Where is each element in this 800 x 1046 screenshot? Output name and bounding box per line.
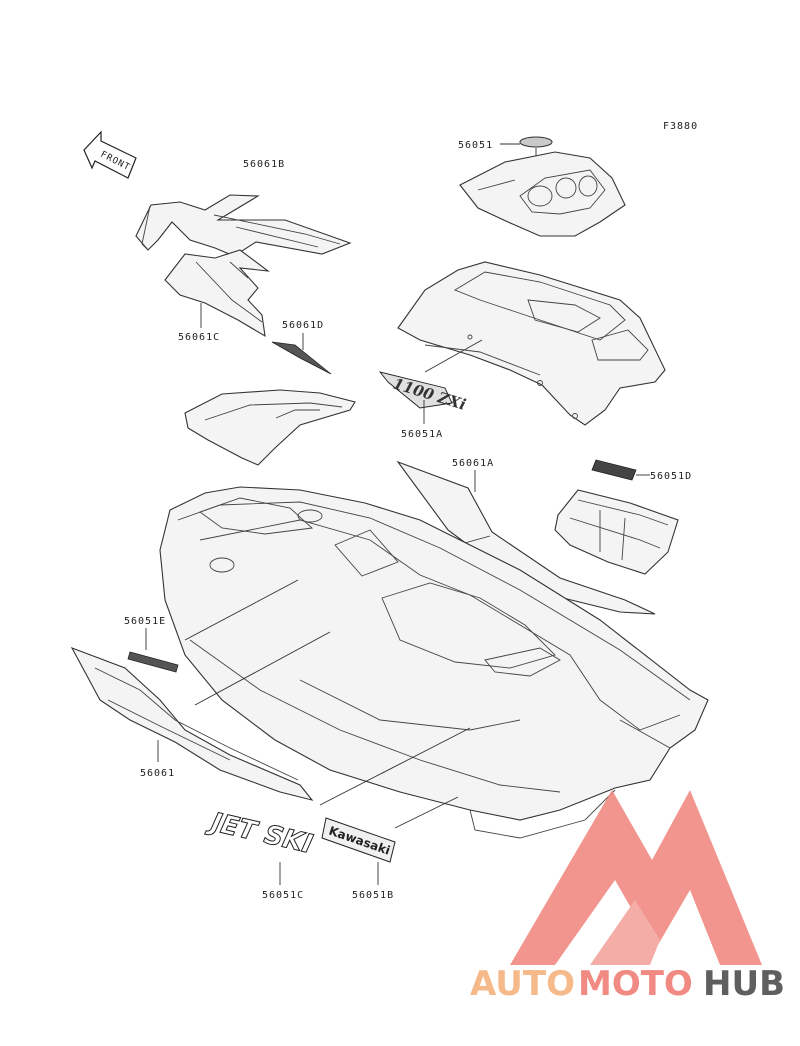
label-56061A: 56061A (452, 458, 494, 469)
emblem-56051 (519, 136, 553, 148)
storage-tray (554, 489, 679, 575)
emblem-56051A-text: 1100 ZXi (391, 375, 469, 414)
label-56051B: 56051B (352, 890, 394, 901)
label-56051E: 56051E (124, 616, 166, 627)
decal-56061D (271, 341, 332, 375)
decal-56061B (135, 194, 352, 257)
decal-56061C (164, 249, 270, 338)
emblem-56051C: JET SKI (203, 806, 316, 861)
front-cover-piece (184, 389, 356, 466)
emblem-56051C-text: JET SKI (204, 806, 316, 860)
decal-56051E (127, 651, 179, 673)
front-arrow-icon: FRONT (83, 130, 137, 179)
hull-deck (159, 486, 709, 839)
label-56061B: 56061B (243, 159, 285, 170)
watermark-logo-icon (510, 790, 762, 965)
upper-deck-hood (397, 261, 666, 426)
figure-code: F3880 (663, 121, 698, 132)
watermark-moto: MOTO (578, 964, 693, 1004)
label-56061D: 56061D (282, 320, 324, 331)
emblem-56051B: Kawasaki (321, 817, 396, 863)
watermark-hub: HUB (703, 964, 785, 1004)
watermark-auto: AUTO (470, 964, 575, 1004)
label-56051: 56051 (458, 140, 493, 151)
decal-56061 (70, 646, 314, 801)
watermark-text: AUTO MOTO HUB (470, 964, 785, 1004)
label-56051D: 56051D (650, 471, 692, 482)
decal-56051D (591, 459, 637, 481)
label-56051C: 56051C (262, 890, 304, 901)
label-56061C: 56061C (178, 332, 220, 343)
label-56061: 56061 (140, 768, 175, 779)
handlebar-cover (459, 151, 626, 237)
label-56051A: 56051A (401, 429, 443, 440)
